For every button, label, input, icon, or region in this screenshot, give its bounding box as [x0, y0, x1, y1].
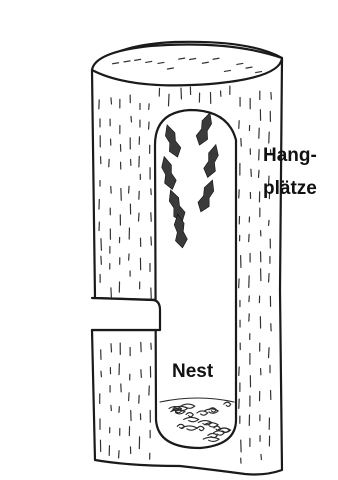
- roosts-label-line2: plätze: [263, 178, 317, 200]
- nest-label: Nest: [172, 361, 213, 383]
- roosts-label: Hang-: [263, 145, 317, 167]
- entrance-opening: [92, 298, 160, 330]
